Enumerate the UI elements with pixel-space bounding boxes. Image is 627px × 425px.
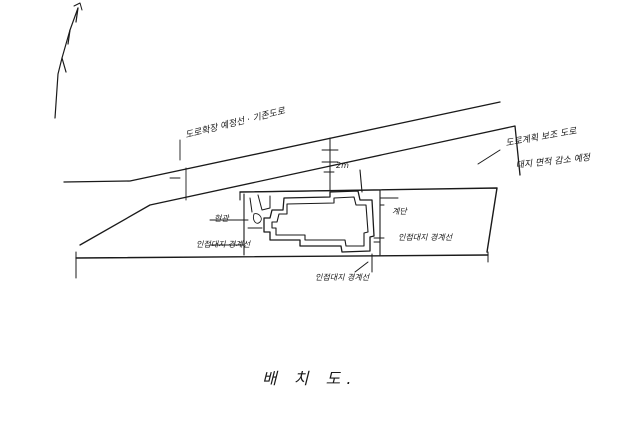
road-upper-boundary: [63, 101, 501, 183]
entrance-sketch: [247, 194, 271, 229]
drawing-title: 배 치 도.: [262, 369, 357, 388]
north-arrow-sketch: [54, 2, 83, 119]
dimension-markers: [169, 137, 399, 273]
building-footprint: [263, 190, 375, 253]
annotation-road-expand-right-2: 대지 면적 감소 예정: [515, 152, 591, 171]
annotation-road-expand-left: 도로확장 예정선 · 기존도로: [184, 105, 287, 141]
annotation-setback-bottom: 인접대지 경계선: [315, 273, 371, 282]
annotation-setback-left: 인접대지 경계선: [196, 240, 252, 249]
annotation-dimension-top: 2m: [336, 161, 349, 170]
annotation-small-label-right: 계단: [392, 207, 408, 216]
road-expansion-line: [79, 125, 521, 246]
lot-lines: [239, 169, 381, 256]
leader-lines: [209, 149, 501, 273]
annotation-small-label-left: 현관: [214, 214, 230, 223]
annotation-setback-right: 인접대지 경계선: [398, 233, 454, 242]
